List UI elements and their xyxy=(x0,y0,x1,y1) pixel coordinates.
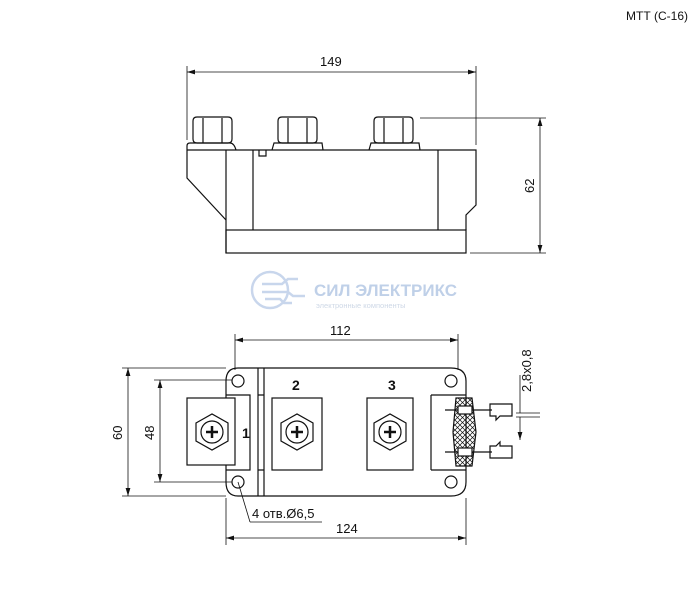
model-label: МТТ (С-16) xyxy=(626,9,688,23)
watermark-logo-icon xyxy=(250,270,305,310)
terminal-1-label: 1 xyxy=(242,425,250,441)
dim-bottom-outer: 124 xyxy=(336,521,358,536)
dim-pin: 2,8x0,8 xyxy=(519,349,534,392)
gate-connector xyxy=(445,397,513,467)
terminal-2-label: 2 xyxy=(292,377,300,393)
dim-height: 62 xyxy=(522,179,537,193)
bolt-nut-icons xyxy=(195,413,407,451)
watermark: СИЛ ЭЛЕКТРИКС электронные компоненты xyxy=(250,270,457,310)
dim-top-width: 149 xyxy=(320,54,342,69)
holes-label: 4 отв.Ø6,5 xyxy=(252,506,314,521)
dim-side-outer: 60 xyxy=(110,426,125,440)
top-view: 1 2 3 xyxy=(110,323,540,545)
dim-side-inner: 48 xyxy=(142,426,157,440)
dim-bottom-inner: 112 xyxy=(330,323,351,338)
side-view: 149 62 xyxy=(186,54,546,254)
watermark-title: СИЛ ЭЛЕКТРИКС xyxy=(314,281,457,300)
terminal-3-label: 3 xyxy=(388,377,396,393)
watermark-subtitle: электронные компоненты xyxy=(316,301,406,310)
